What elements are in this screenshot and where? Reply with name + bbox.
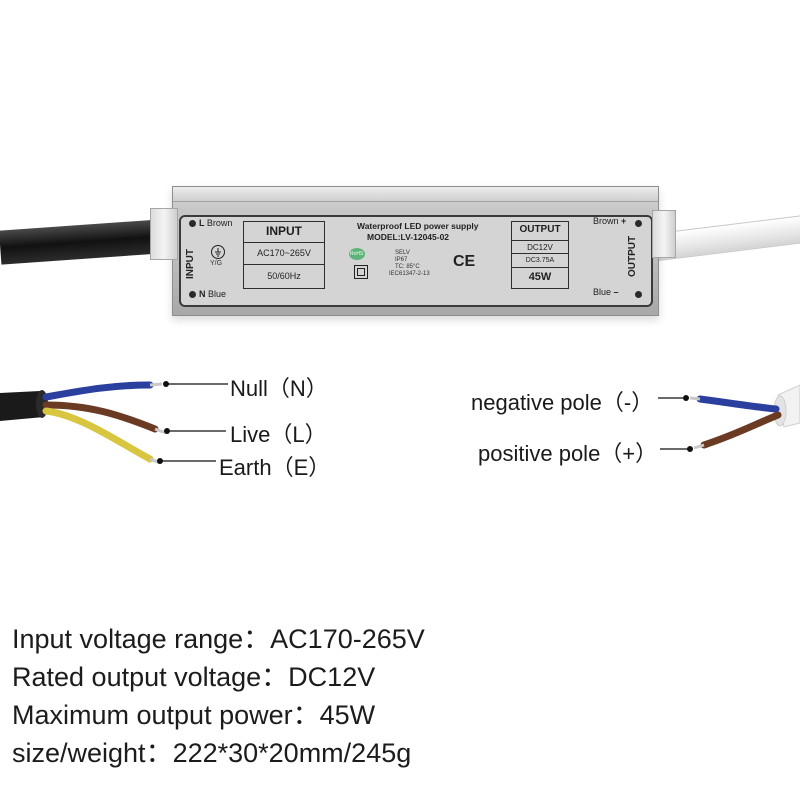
pos-terminal-label: Brown +: [593, 216, 627, 226]
blue-wire: [42, 381, 154, 401]
live-label: Live（L）: [230, 422, 327, 447]
neg-terminal-label: Blue –: [593, 287, 619, 297]
power-supply-case: INPUT L Brown Y/G N Blue: [172, 186, 659, 316]
iec-standard: IEC61347-2-13: [389, 271, 430, 277]
input-panel: INPUT AC170~265V 50/60Hz: [243, 221, 325, 289]
output-blue-wire: [696, 395, 780, 413]
input-frequency: 50/60Hz: [244, 264, 324, 287]
brown-wire: [42, 401, 159, 433]
input-side-label: INPUT: [185, 249, 196, 279]
selv-label: SELV: [395, 250, 410, 256]
tc-rating: TC: 85°C: [395, 264, 420, 270]
cable-gland-left: [150, 208, 178, 260]
spec-list: Input voltage range：AC170-265V Rated out…: [12, 620, 782, 772]
input-panel-title: INPUT: [266, 224, 302, 238]
class-ii-icon: [354, 265, 368, 279]
spec-output-voltage: Rated output voltage：DC12V: [12, 662, 376, 692]
earth-label: Earth（E）: [219, 455, 331, 480]
output-panel-title: OUTPUT: [519, 224, 561, 235]
n-terminal-label: N Blue: [199, 289, 227, 299]
rohs-badge: RoHS: [349, 248, 365, 260]
output-power: 45W: [512, 267, 568, 286]
spec-size-weight: size/weight：222*30*20mm/245g: [12, 738, 412, 768]
yg-label: Y/G: [210, 260, 223, 267]
rivet: [635, 220, 642, 227]
ip-rating: IP67: [395, 257, 408, 263]
rivet: [189, 220, 196, 227]
input-cable-end: [0, 391, 44, 421]
wiring-drawing: [0, 381, 800, 465]
output-panel: OUTPUT DC12V DC3.75A 45W: [511, 221, 569, 289]
yellow-wire: [42, 407, 154, 463]
wiring-diagram: Null（N） Live（L） Earth（E） negative pole（-…: [0, 355, 800, 495]
null-label: Null（N）: [230, 376, 328, 401]
product-title: Waterproof LED power supply: [357, 221, 479, 231]
label-plate: INPUT L Brown Y/G N Blue: [179, 215, 653, 307]
output-voltage: DC12V: [512, 240, 568, 254]
output-brown-wire: [700, 411, 782, 449]
negative-pole-label: negative pole（-）: [471, 390, 654, 415]
input-voltage: AC170~265V: [244, 242, 324, 263]
positive-pole-label: positive pole（+）: [478, 441, 658, 466]
ground-icon: [211, 245, 225, 259]
output-current: DC3.75A: [512, 253, 568, 267]
spec-input-voltage: Input voltage range：AC170-265V: [12, 624, 425, 654]
ce-mark: CE: [453, 253, 476, 270]
rivet: [189, 291, 196, 298]
spec-output-power: Maximum output power：45W: [12, 700, 376, 730]
power-supply-photo: INPUT L Brown Y/G N Blue: [0, 170, 800, 330]
model-number: MODEL:LV-12045-02: [367, 232, 450, 242]
output-side-label: OUTPUT: [627, 235, 638, 277]
l-terminal-label: L Brown: [199, 218, 233, 228]
rivet: [635, 291, 642, 298]
cable-gland-right: [652, 210, 676, 258]
